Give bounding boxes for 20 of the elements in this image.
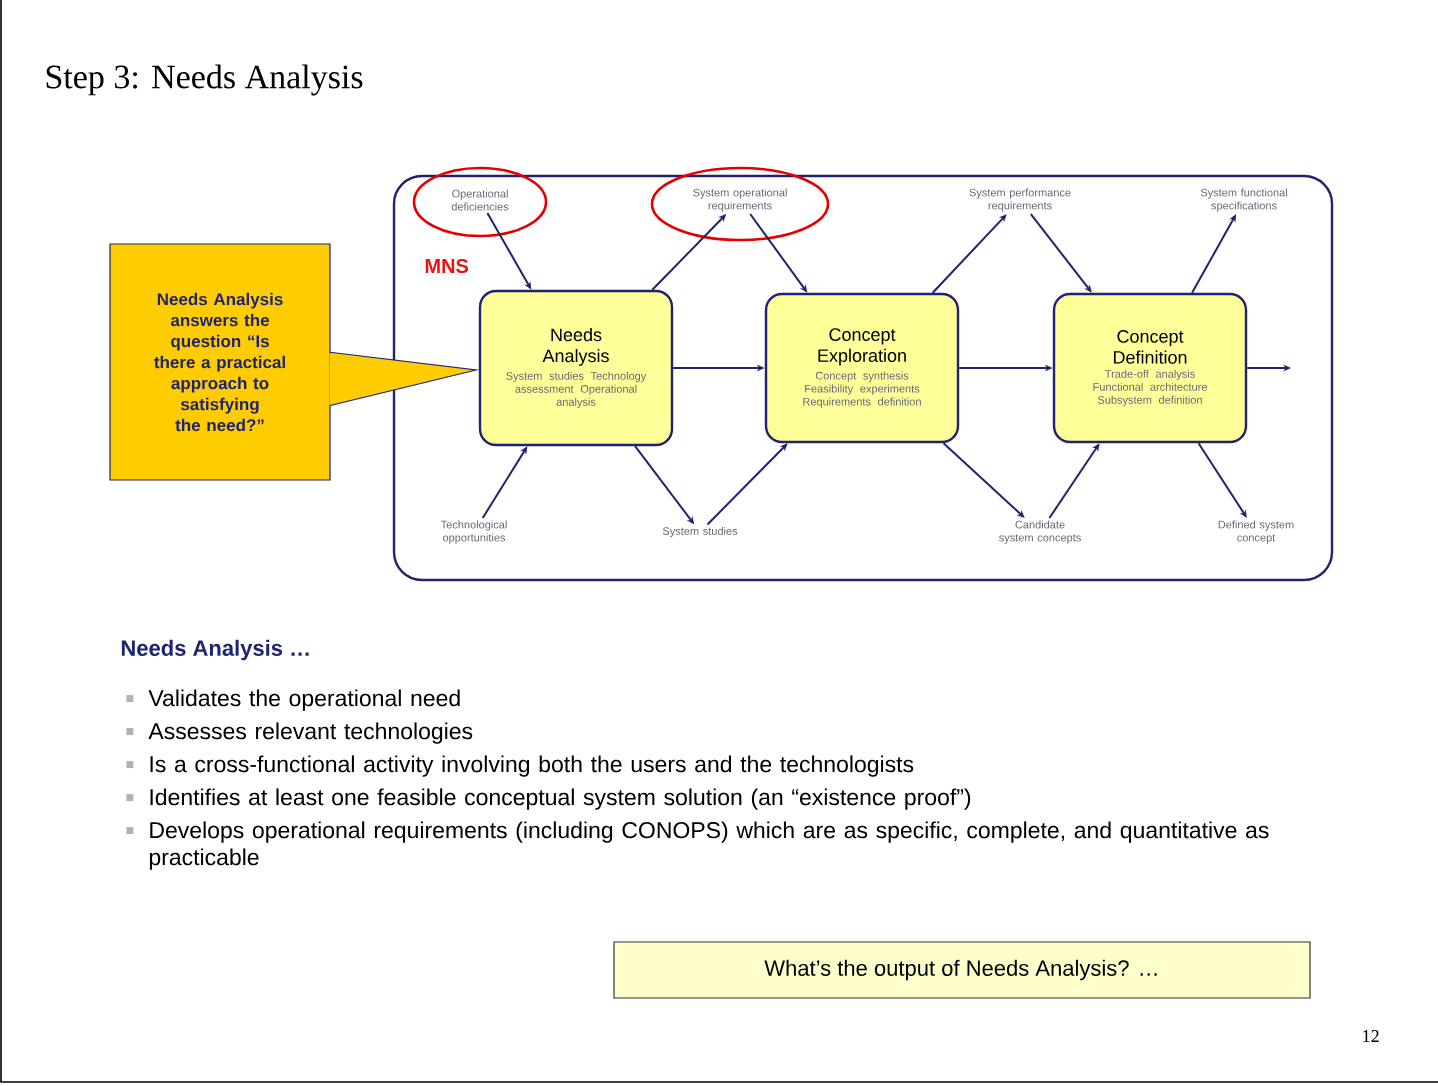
- arrow: [749, 213, 808, 293]
- diagram-frame: [392, 174, 1334, 582]
- bullet-item: Is a cross-functional activity involving both the users and the technologists: [126, 755, 914, 777]
- arrow: [1197, 442, 1247, 518]
- bullet-item: Identifies at least one feasible conceptual system solution (an “existence proof”): [126, 788, 971, 810]
- section-heading: Needs Analysis …: [121, 639, 309, 661]
- arrow: [481, 446, 528, 519]
- arrow: [706, 443, 788, 526]
- arrow: [1191, 214, 1237, 294]
- bullet-item: Validates the operational need: [126, 689, 460, 711]
- slide-title: Step 3: Needs Analysis: [46, 64, 363, 96]
- bullet-item: Develops operational requirements (including CONOPS) which are as specific, complete, and quantitative as practicable: [126, 821, 1269, 870]
- page-number: 12: [1363, 1030, 1379, 1042]
- mns-label: MNS: [425, 258, 469, 274]
- arrow: [942, 442, 1025, 518]
- note-box: What’s the output of Needs Analysis? …: [613, 941, 1311, 999]
- arrow: [931, 214, 1007, 294]
- bullet-item: Assesses relevant technologies: [126, 722, 473, 744]
- arrow: [1048, 443, 1100, 519]
- arrow: [1029, 213, 1092, 293]
